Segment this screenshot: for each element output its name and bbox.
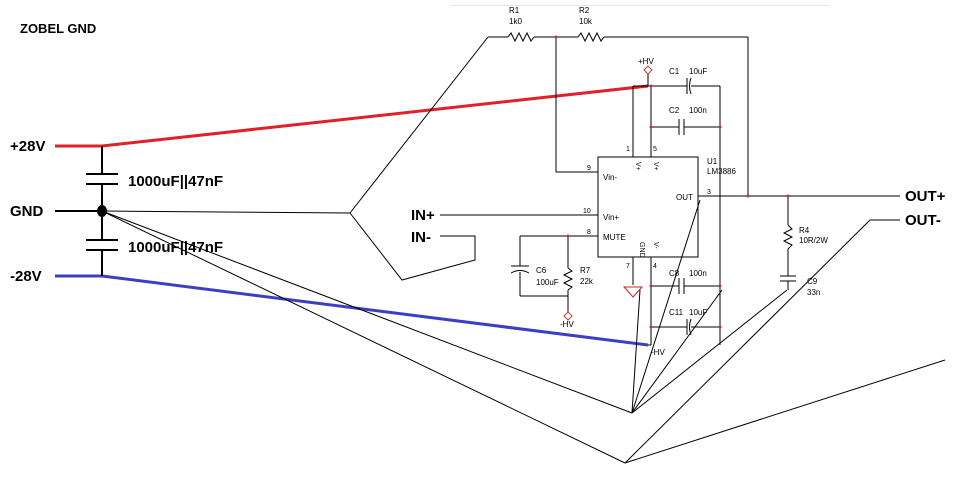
neg-hv-label-mute: -HV xyxy=(560,320,574,329)
u1-ref: U1 xyxy=(707,157,718,166)
r7-ref: R7 xyxy=(580,266,591,275)
pin-vminus: V- xyxy=(652,242,659,249)
r2-ref: R2 xyxy=(579,6,590,15)
pin-num-1: 1 xyxy=(626,146,630,153)
c1-ref: C1 xyxy=(669,67,680,76)
gnd-supply-label: GND xyxy=(10,203,44,220)
c8-value: 100n xyxy=(689,269,707,278)
pin-num-5: 5 xyxy=(653,146,657,153)
c8-ref: C8 xyxy=(669,269,680,278)
r1-resistor xyxy=(507,31,535,43)
supply-section: +28V GND -28V 1000uF||47nF 1000uF||47nF xyxy=(10,84,649,347)
c6-value: 100uF xyxy=(536,278,559,287)
cap-bot-value: 1000uF||47nF xyxy=(128,239,223,256)
pin-mute: MUTE xyxy=(603,233,626,242)
pin-num-8: 8 xyxy=(587,229,591,236)
pin-num-7: 7 xyxy=(626,263,630,270)
in-neg-label: IN- xyxy=(411,229,431,246)
c6-ref: C6 xyxy=(536,266,547,275)
c9-ref: C9 xyxy=(807,277,818,286)
r7-value: 22k xyxy=(580,277,594,286)
schematic-grid xyxy=(450,5,830,6)
r4-ref: R4 xyxy=(799,226,810,235)
pin-num-4: 4 xyxy=(653,263,657,270)
ground-star-lines xyxy=(101,36,946,464)
pin-num-10: 10 xyxy=(583,208,591,215)
r2-resistor xyxy=(577,31,605,43)
in-neg-wire xyxy=(349,212,476,281)
neg-hv-marker-icon xyxy=(563,311,573,321)
pos-feed-wire xyxy=(101,84,649,148)
mute-network: C6 100uF R7 22k -HV xyxy=(510,234,594,329)
u1-value: LM3886 xyxy=(707,167,736,176)
c11-ref: C11 xyxy=(669,308,684,317)
r7-resistor xyxy=(562,267,574,291)
ic-body xyxy=(597,156,699,258)
cap-top-value: 1000uF||47nF xyxy=(128,173,223,190)
pin-out: OUT xyxy=(676,193,693,202)
pos-supply-label: +28V xyxy=(10,138,45,155)
pin-vplus-b: V+ xyxy=(652,162,659,171)
c1-value: 10uF xyxy=(689,67,707,76)
pin-num-3: 3 xyxy=(707,189,711,196)
neg-supply-label: -28V xyxy=(10,268,42,285)
c9-value: 33n xyxy=(807,288,820,297)
pin-vin-plus: Vin+ xyxy=(603,213,619,222)
ground-symbol-icon xyxy=(622,286,644,298)
pin-gnd: GND xyxy=(638,242,645,258)
r1-value: 1k0 xyxy=(509,17,522,26)
out-pos-label: OUT+ xyxy=(905,188,946,205)
diagram-title: ZOBEL GND xyxy=(20,21,96,36)
neg-hv-label-ic: -HV xyxy=(651,348,665,357)
pos-hv-label: +HV xyxy=(638,57,654,66)
c2-value: 100n xyxy=(689,106,707,115)
pin-vin-minus: Vin- xyxy=(603,173,617,182)
zobel-network: R4 10R/2W C9 33n xyxy=(746,194,828,297)
pin-num-9: 9 xyxy=(587,165,591,172)
ic-u1: Vin- Vin+ MUTE OUT GND V+ V+ V- U1 LM388… xyxy=(520,86,900,345)
pin-vplus-a: V+ xyxy=(634,162,641,171)
feedback-network: R1 1k0 R2 10k xyxy=(488,6,749,196)
out-neg-label: OUT- xyxy=(905,212,941,229)
pos-hv-marker-icon xyxy=(643,65,653,75)
c2-ref: C2 xyxy=(669,106,680,115)
r4-resistor xyxy=(782,224,794,250)
pos-decoupling: +HV C1 10uF C2 100n xyxy=(633,57,722,345)
r1-ref: R1 xyxy=(509,6,520,15)
r4-value: 10R/2W xyxy=(799,236,828,245)
in-pos-label: IN+ xyxy=(411,207,435,224)
neg-feed-wire xyxy=(101,274,649,347)
input-section: IN+ IN- xyxy=(349,207,598,281)
c11-value: 10uF xyxy=(689,308,707,317)
output-section: OUT+ OUT- xyxy=(905,188,946,229)
r2-value: 10k xyxy=(579,17,593,26)
neg-decoupling: C8 100n C11 10uF -HV xyxy=(648,269,722,357)
